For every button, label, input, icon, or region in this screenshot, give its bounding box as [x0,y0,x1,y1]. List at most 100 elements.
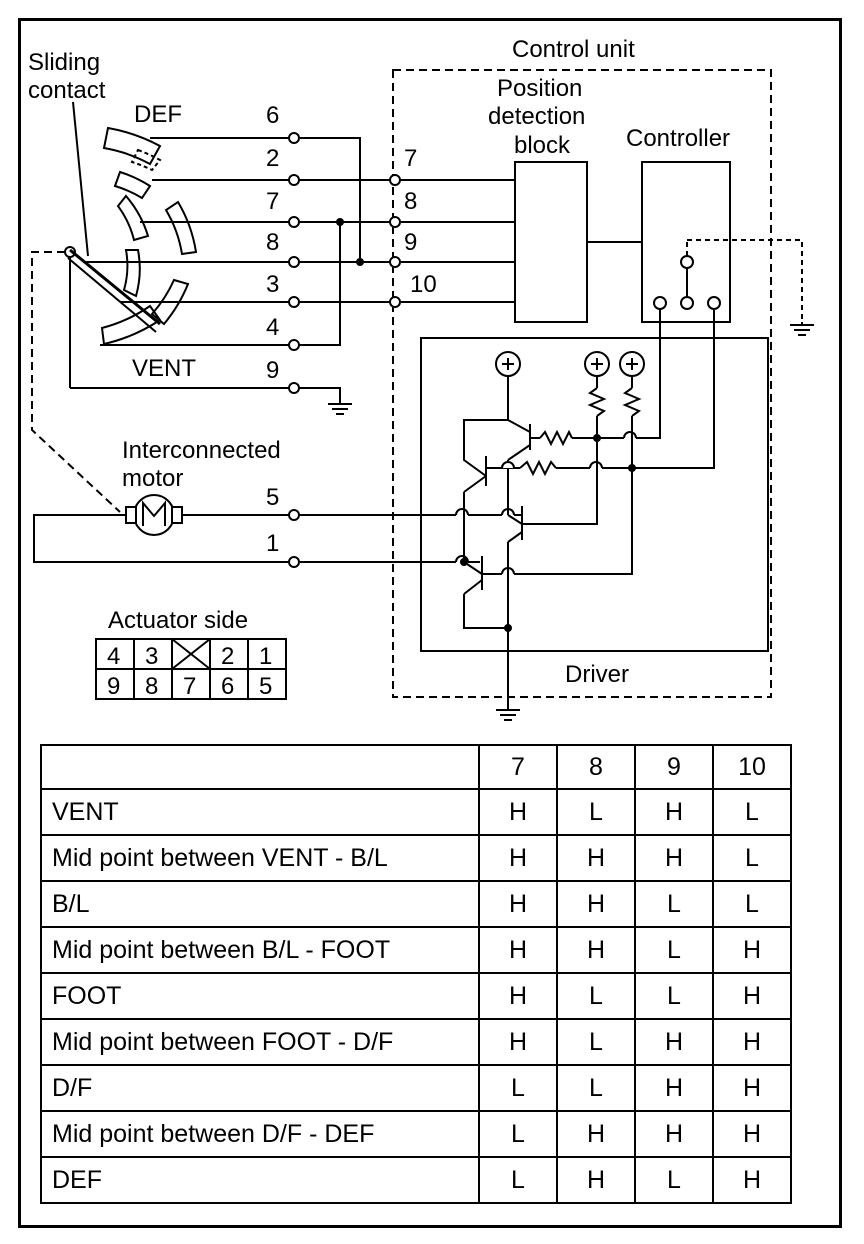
mode-cell: Mid point between VENT - B/L [40,834,480,882]
pin-label-2: 2 [266,145,279,172]
conn-top-4: 2 [221,643,234,670]
level-cell: H [478,1018,558,1066]
level-cell: H [478,880,558,928]
table-header-pin: 8 [556,744,636,790]
mode-cell: Mid point between D/F - DEF [40,1110,480,1158]
pin-label-5: 5 [266,484,279,511]
level-cell: H [634,788,714,836]
table-header-mode [40,744,480,790]
control-unit-boundary [392,69,772,698]
motor-label-1: Interconnected [122,437,281,464]
level-cell: H [634,834,714,882]
ground-symbol-actuator [328,403,352,415]
level-cell: L [712,880,792,928]
ground-symbol-driver [496,709,520,721]
level-cell: L [634,972,714,1020]
level-cell: L [478,1156,558,1204]
ground-symbol-controller [790,322,814,336]
level-cell: H [634,1018,714,1066]
cu-pin-10: 10 [410,271,437,298]
level-cell: L [634,1156,714,1204]
conn-bot-3: 7 [183,673,196,700]
level-cell: H [712,1018,792,1066]
level-cell: H [712,926,792,974]
level-cell: H [478,788,558,836]
level-cell: L [478,1064,558,1112]
level-cell: H [556,1110,636,1158]
conn-bot-1: 9 [107,673,120,700]
level-cell: H [556,834,636,882]
conn-bot-5: 5 [259,673,272,700]
table-header-pin: 9 [634,744,714,790]
sliding-contact-label-2: contact [28,77,106,104]
level-cell: L [556,788,636,836]
pin-label-3: 3 [266,271,279,298]
motor-symbol [125,494,183,536]
pin-label-4: 4 [266,314,279,341]
mode-cell: VENT [40,788,480,836]
table-header-pin: 7 [478,744,558,790]
level-cell: L [556,972,636,1020]
mode-cell: DEF [40,1156,480,1204]
level-cell: H [712,972,792,1020]
cu-pin-9: 9 [404,229,417,256]
pin-label-7: 7 [266,188,279,215]
mechanical-linkage [31,251,121,513]
controller-label: Controller [626,125,730,152]
wiring-diagram: Control unit Position detection block Co… [28,36,814,721]
cu-pin-8: 8 [404,188,417,215]
level-cell: H [634,1110,714,1158]
level-cell: L [634,926,714,974]
mode-cell: B/L [40,880,480,928]
driver-label: Driver [565,661,629,688]
table-header-row: 7 8 9 10 [40,744,792,790]
mode-cell: FOOT [40,972,480,1020]
vent-label: VENT [132,355,196,382]
conn-bot-4: 6 [221,673,234,700]
actuator-terminals [288,132,300,568]
level-cell: L [556,1018,636,1066]
level-cell: H [634,1064,714,1112]
control-unit-label: Control unit [512,36,635,63]
level-cell: L [634,880,714,928]
level-cell: H [556,880,636,928]
level-cell: H [712,1064,792,1112]
def-label: DEF [134,101,182,128]
figure-frame [18,18,842,1228]
control-unit-terminals [389,174,515,308]
conn-top-2: 3 [145,643,158,670]
mode-cell: Mid point between B/L - FOOT [40,926,480,974]
position-label-2: detection [488,103,585,130]
controller-switch-contact [680,255,694,269]
driver-block [420,337,769,652]
actuator-wiring [86,137,290,346]
harness-wiring [299,137,390,404]
sliding-contact-label-1: Sliding [28,49,100,76]
mode-cell: D/F [40,1064,480,1112]
table-header-pin: 10 [712,744,792,790]
level-cell: H [556,1156,636,1204]
pin-label-1: 1 [266,530,279,557]
position-switch-arcs [100,126,198,346]
level-cell: H [478,972,558,1020]
level-cell: H [712,1110,792,1158]
pin-label-6: 6 [266,102,279,129]
level-cell: H [712,1156,792,1204]
level-cell: L [712,788,792,836]
actuator-connector [95,638,287,700]
level-cell: H [478,926,558,974]
level-cell: L [712,834,792,882]
conn-top-5: 1 [259,643,272,670]
cu-pin-7: 7 [404,145,417,172]
level-cell: L [556,1064,636,1112]
conn-top-1: 4 [107,643,120,670]
motor-label-2: motor [122,465,183,492]
